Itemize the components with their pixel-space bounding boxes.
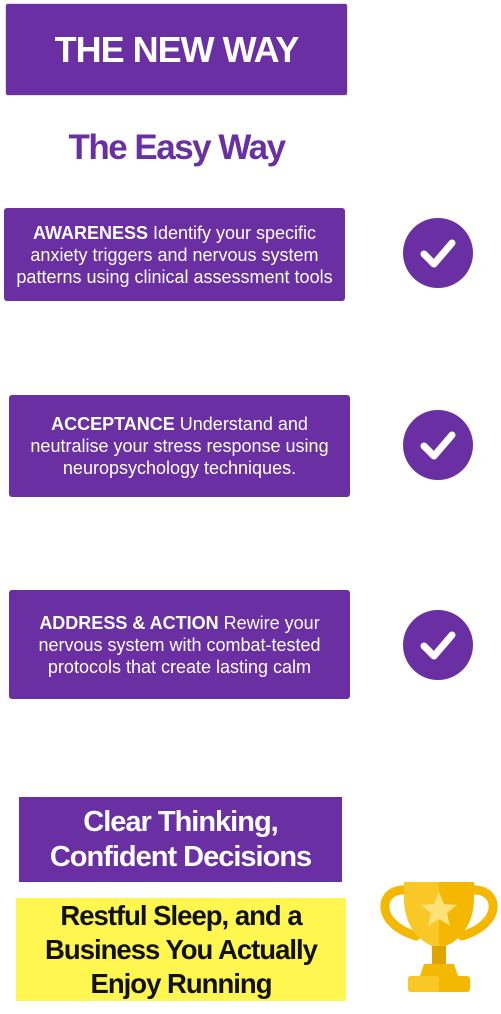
check-circle-icon: [403, 218, 473, 288]
check-circle-icon: [403, 610, 473, 680]
subtitle: The Easy Way: [68, 128, 286, 167]
outcome-banner-purple: Clear Thinking, Confident Decisions: [19, 797, 342, 882]
outcome-line: Restful Sleep, and a: [60, 899, 302, 931]
step-awareness-heading: AWARENESS: [32, 222, 148, 243]
outcome-line: Enjoy Running: [90, 967, 272, 999]
outcome-banner-yellow: Restful Sleep, and a Business You Actual…: [16, 898, 346, 1001]
step-awareness-text: AWARENESS Identify your specific anxiety…: [12, 222, 337, 288]
header-banner: THE NEW WAY: [5, 3, 348, 96]
step-address-action: ADDRESS & ACTION Rewire your nervous sys…: [9, 590, 350, 699]
step-address-action-text: ADDRESS & ACTION Rewire your nervous sys…: [17, 612, 342, 678]
outcome-line: Clear Thinking,: [83, 805, 278, 838]
header-title: THE NEW WAY: [54, 28, 300, 70]
step-acceptance: ACCEPTANCE Understand and neutralise you…: [9, 395, 350, 497]
outcome-line: Business You Actually: [45, 933, 318, 965]
step-awareness-body: Identify your specific anxiety triggers …: [16, 222, 333, 287]
trophy-icon: [380, 882, 498, 992]
step-awareness: AWARENESS Identify your specific anxiety…: [4, 208, 345, 301]
step-acceptance-text: ACCEPTANCE Understand and neutralise you…: [17, 413, 342, 479]
check-circle-icon: [403, 410, 473, 480]
step-acceptance-heading: ACCEPTANCE: [51, 414, 175, 434]
step-acceptance-body: Understand and neutralise your stress re…: [30, 414, 329, 478]
step-address-action-body: Rewire your nervous system with combat-t…: [38, 612, 321, 677]
outcome-line: Confident Decisions: [49, 840, 312, 873]
step-address-action-heading: ADDRESS & ACTION: [39, 612, 219, 633]
